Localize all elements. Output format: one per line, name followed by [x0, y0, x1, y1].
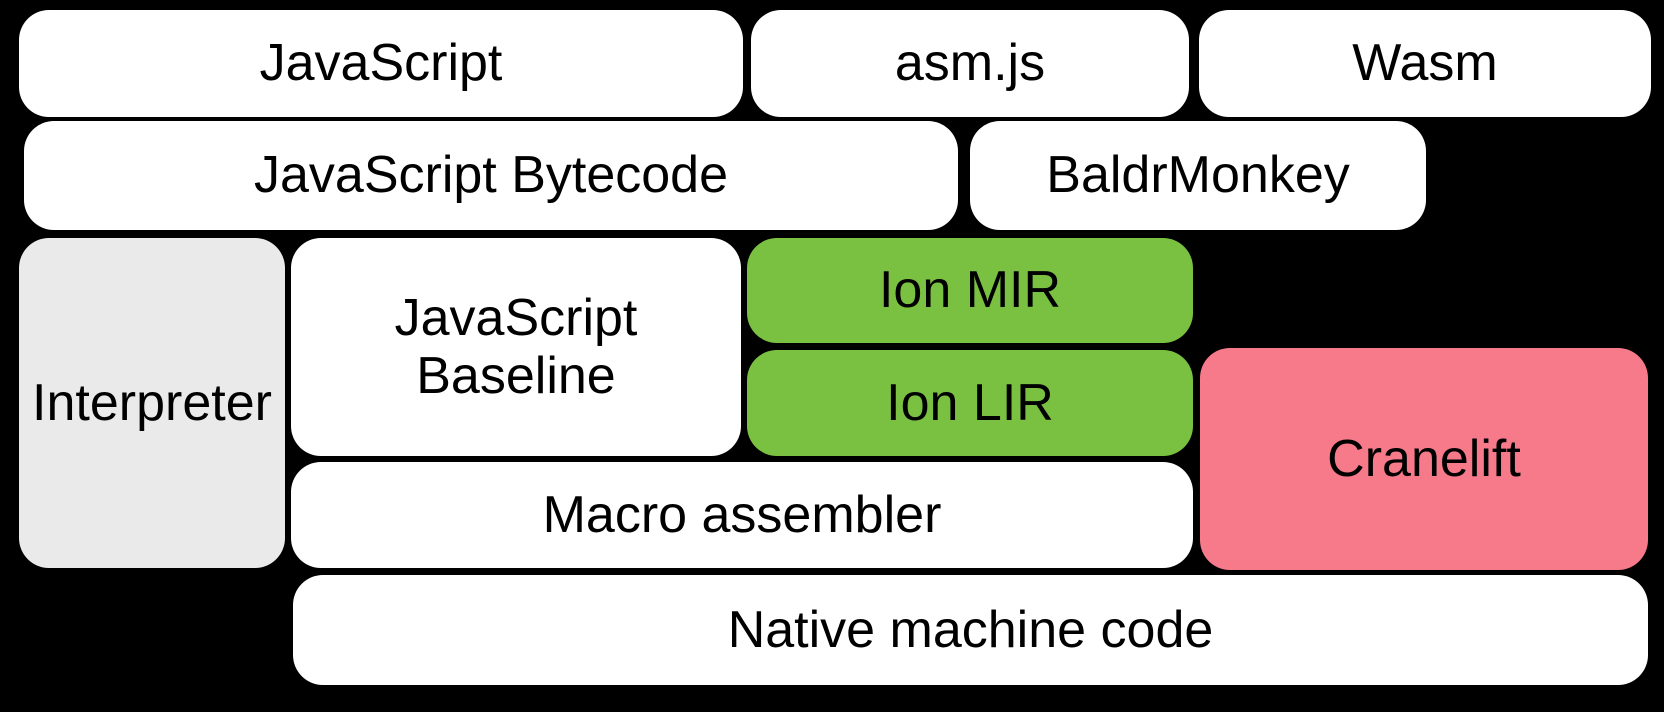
node-javascript-baseline: JavaScript Baseline [291, 238, 741, 456]
node-baldrmonkey: BaldrMonkey [970, 121, 1426, 230]
node-ion-mir: Ion MIR [747, 238, 1193, 343]
node-wasm: Wasm [1199, 10, 1651, 117]
node-javascript: JavaScript [19, 10, 743, 117]
node-javascript-bytecode: JavaScript Bytecode [24, 121, 958, 230]
node-macro-assembler: Macro assembler [291, 462, 1193, 568]
node-native-machine-code: Native machine code [293, 575, 1648, 685]
node-cranelift: Cranelift [1200, 348, 1648, 570]
node-interpreter: Interpreter [19, 238, 285, 568]
node-asmjs: asm.js [751, 10, 1189, 117]
node-ion-lir: Ion LIR [747, 350, 1193, 456]
